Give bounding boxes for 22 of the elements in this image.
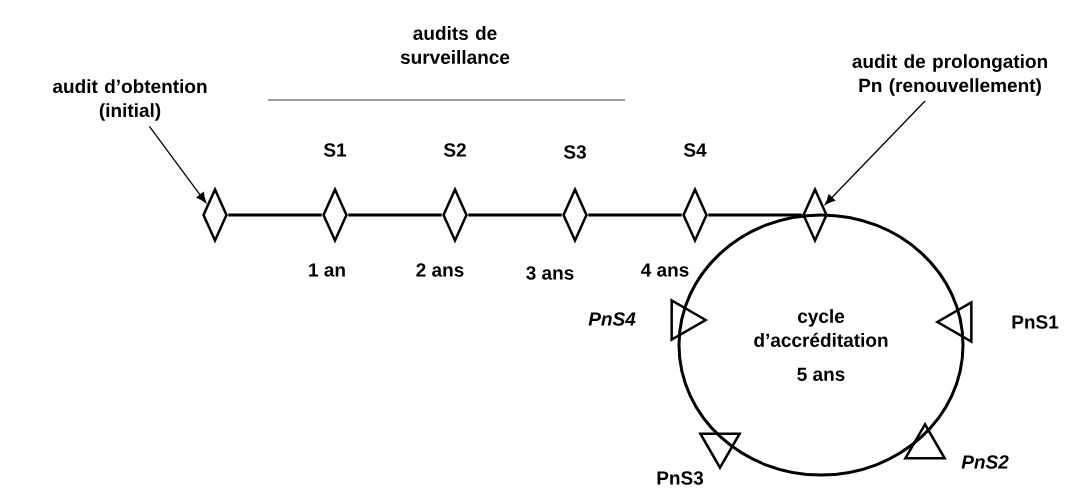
milestone-label: PnS2: [961, 455, 1009, 469]
timeline-line: [348, 213, 442, 217]
timeline-line: [468, 213, 562, 217]
arrow: [148, 125, 207, 203]
milestone-label: S4: [683, 143, 707, 157]
timeline-line: [588, 213, 682, 217]
year-label: 2 ans: [416, 263, 464, 277]
callout-text: audit d’obtention (initial): [53, 79, 207, 121]
timeline-line: [708, 213, 802, 217]
milestone-label: PnS4: [588, 312, 636, 326]
milestone-label: PnS1: [1012, 315, 1059, 329]
year-label: 4 ans: [641, 263, 689, 277]
milestone-label: S3: [563, 145, 586, 159]
milestone-label: S1: [323, 143, 347, 157]
year-label: 3 ans: [526, 266, 574, 280]
year-label: 1 an: [309, 263, 345, 277]
heading-text: audits de surveillance: [400, 26, 510, 64]
milestone-label: S2: [443, 143, 466, 157]
callout-text: audit de prolongation Pn (renouvellement): [852, 54, 1047, 96]
arrow: [824, 100, 926, 205]
milestone-label: PnS3: [657, 471, 704, 485]
timeline-line: [228, 213, 322, 217]
